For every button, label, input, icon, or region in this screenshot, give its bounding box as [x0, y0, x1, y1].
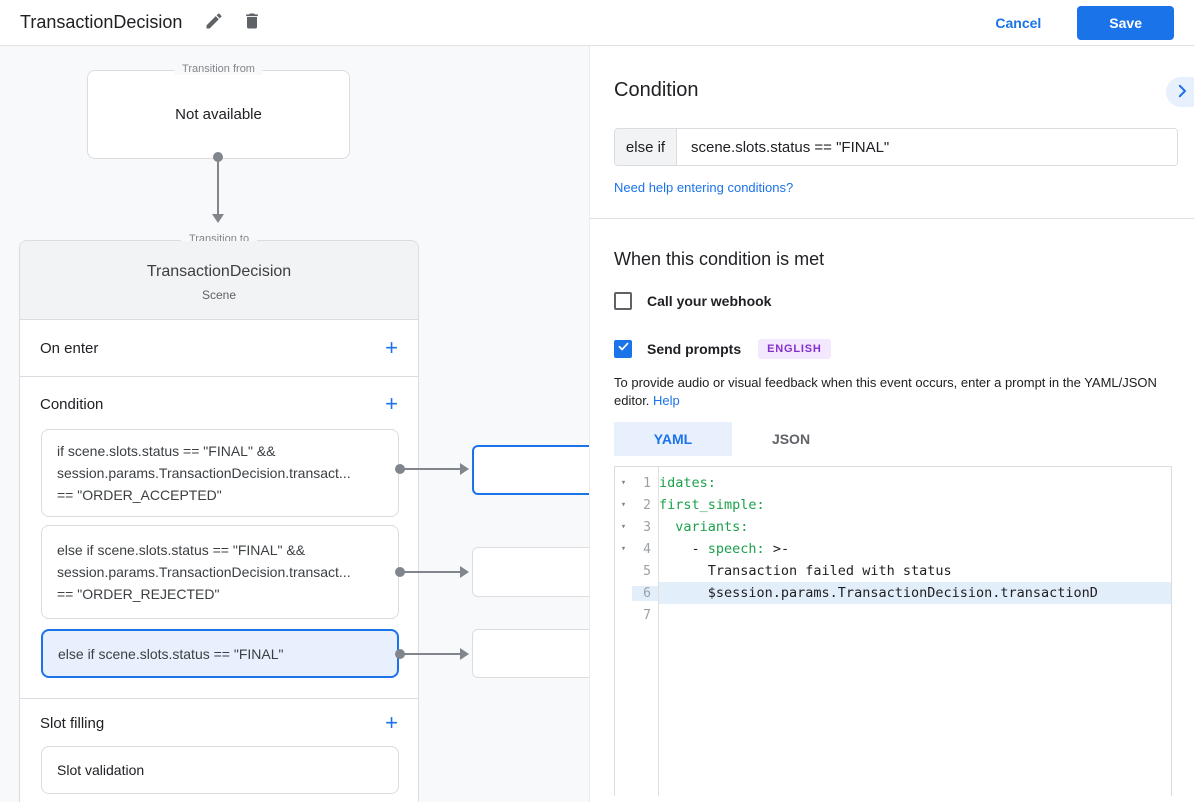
transition-target-box[interactable]: [472, 547, 589, 597]
prompts-description-text: To provide audio or visual feedback when…: [614, 375, 1157, 408]
send-prompts-checkbox[interactable]: [614, 340, 632, 358]
connector-arrowhead: [460, 566, 469, 578]
transition-from-content: Not available: [175, 106, 262, 123]
slot-filling-section: Slot filling +: [20, 698, 418, 748]
trash-icon: [242, 11, 262, 34]
connector-arrowhead: [460, 648, 469, 660]
condition-prefix-label: else if: [615, 129, 677, 165]
when-condition-met-title: When this condition is met: [614, 249, 825, 269]
on-enter-section: On enter +: [20, 320, 418, 377]
transition-from-legend: Transition from: [174, 63, 263, 75]
connector-line: [400, 468, 462, 470]
slot-validation-card[interactable]: Slot validation: [41, 746, 399, 794]
connector-line: [400, 653, 462, 655]
collapse-panel-button[interactable]: [1166, 77, 1194, 107]
transition-from-box: Transition from Not available: [87, 63, 350, 159]
on-enter-label: On enter: [40, 339, 99, 357]
transition-target-box-selected[interactable]: [472, 445, 589, 495]
top-bar: TransactionDecision Cancel Save: [0, 0, 1194, 46]
checkmark-icon: [617, 340, 630, 358]
page-title: TransactionDecision: [20, 12, 183, 32]
connector-line: [217, 157, 219, 215]
condition-detail-panel: Condition else if Need help entering con…: [590, 46, 1194, 802]
webhook-row: Call your webhook: [614, 292, 1178, 310]
editor-code[interactable]: idates:first_simple: variants: - speech:…: [659, 467, 1171, 796]
panel-title: Condition: [614, 79, 699, 101]
connector-arrowhead: [460, 463, 469, 475]
pencil-icon: [204, 11, 224, 34]
add-slot-button[interactable]: +: [385, 710, 398, 735]
panel-divider: [590, 218, 1194, 219]
scene-header: TransactionDecision Scene: [20, 241, 418, 320]
call-webhook-label: Call your webhook: [647, 293, 772, 309]
tab-yaml[interactable]: YAML: [614, 422, 732, 456]
connector-dot: [395, 649, 405, 659]
condition-label: Condition: [40, 395, 104, 413]
condition-help-link[interactable]: Need help entering conditions?: [614, 180, 794, 195]
delete-scene-button[interactable]: [238, 7, 266, 38]
send-prompts-label: Send prompts: [647, 341, 742, 357]
prompts-description: To provide audio or visual feedback when…: [614, 374, 1178, 410]
transition-target-box[interactable]: [472, 629, 589, 678]
save-button[interactable]: Save: [1077, 5, 1174, 40]
add-condition-button[interactable]: +: [385, 391, 398, 416]
connector-line: [400, 571, 462, 573]
scene-title: TransactionDecision: [146, 263, 292, 280]
condition-card-1[interactable]: if scene.slots.status == "FINAL" && sess…: [41, 429, 399, 517]
call-webhook-checkbox[interactable]: [614, 292, 632, 310]
slot-filling-label: Slot filling: [40, 714, 105, 732]
language-badge: ENGLISH: [758, 339, 831, 359]
scene-flow-diagram: Transition from Not available Transition…: [0, 46, 590, 802]
edit-scene-button[interactable]: [200, 7, 228, 38]
scene-subtitle: Scene: [201, 288, 237, 302]
connector-arrowhead: [212, 214, 224, 223]
send-prompts-row: Send prompts ENGLISH: [614, 339, 1178, 359]
connector-dot: [395, 464, 405, 474]
help-link[interactable]: Help: [653, 393, 680, 408]
add-on-enter-button[interactable]: +: [385, 335, 398, 360]
connector-dot: [213, 152, 223, 162]
tab-json[interactable]: JSON: [732, 422, 850, 456]
condition-card-3-selected[interactable]: else if scene.slots.status == "FINAL": [41, 629, 399, 678]
section-divider: [20, 698, 418, 699]
connector-dot: [395, 567, 405, 577]
cancel-button[interactable]: Cancel: [995, 14, 1042, 31]
transition-to-box: Transition to TransactionDecision Scene …: [19, 233, 419, 802]
condition-section-header: Condition +: [20, 377, 418, 431]
condition-expression-field: else if: [614, 128, 1178, 166]
editor-tabs: YAML JSON: [614, 422, 1178, 456]
condition-expression-input[interactable]: [677, 129, 1177, 165]
condition-card-2[interactable]: else if scene.slots.status == "FINAL" &&…: [41, 525, 399, 619]
chevron-right-icon: [1173, 82, 1191, 103]
